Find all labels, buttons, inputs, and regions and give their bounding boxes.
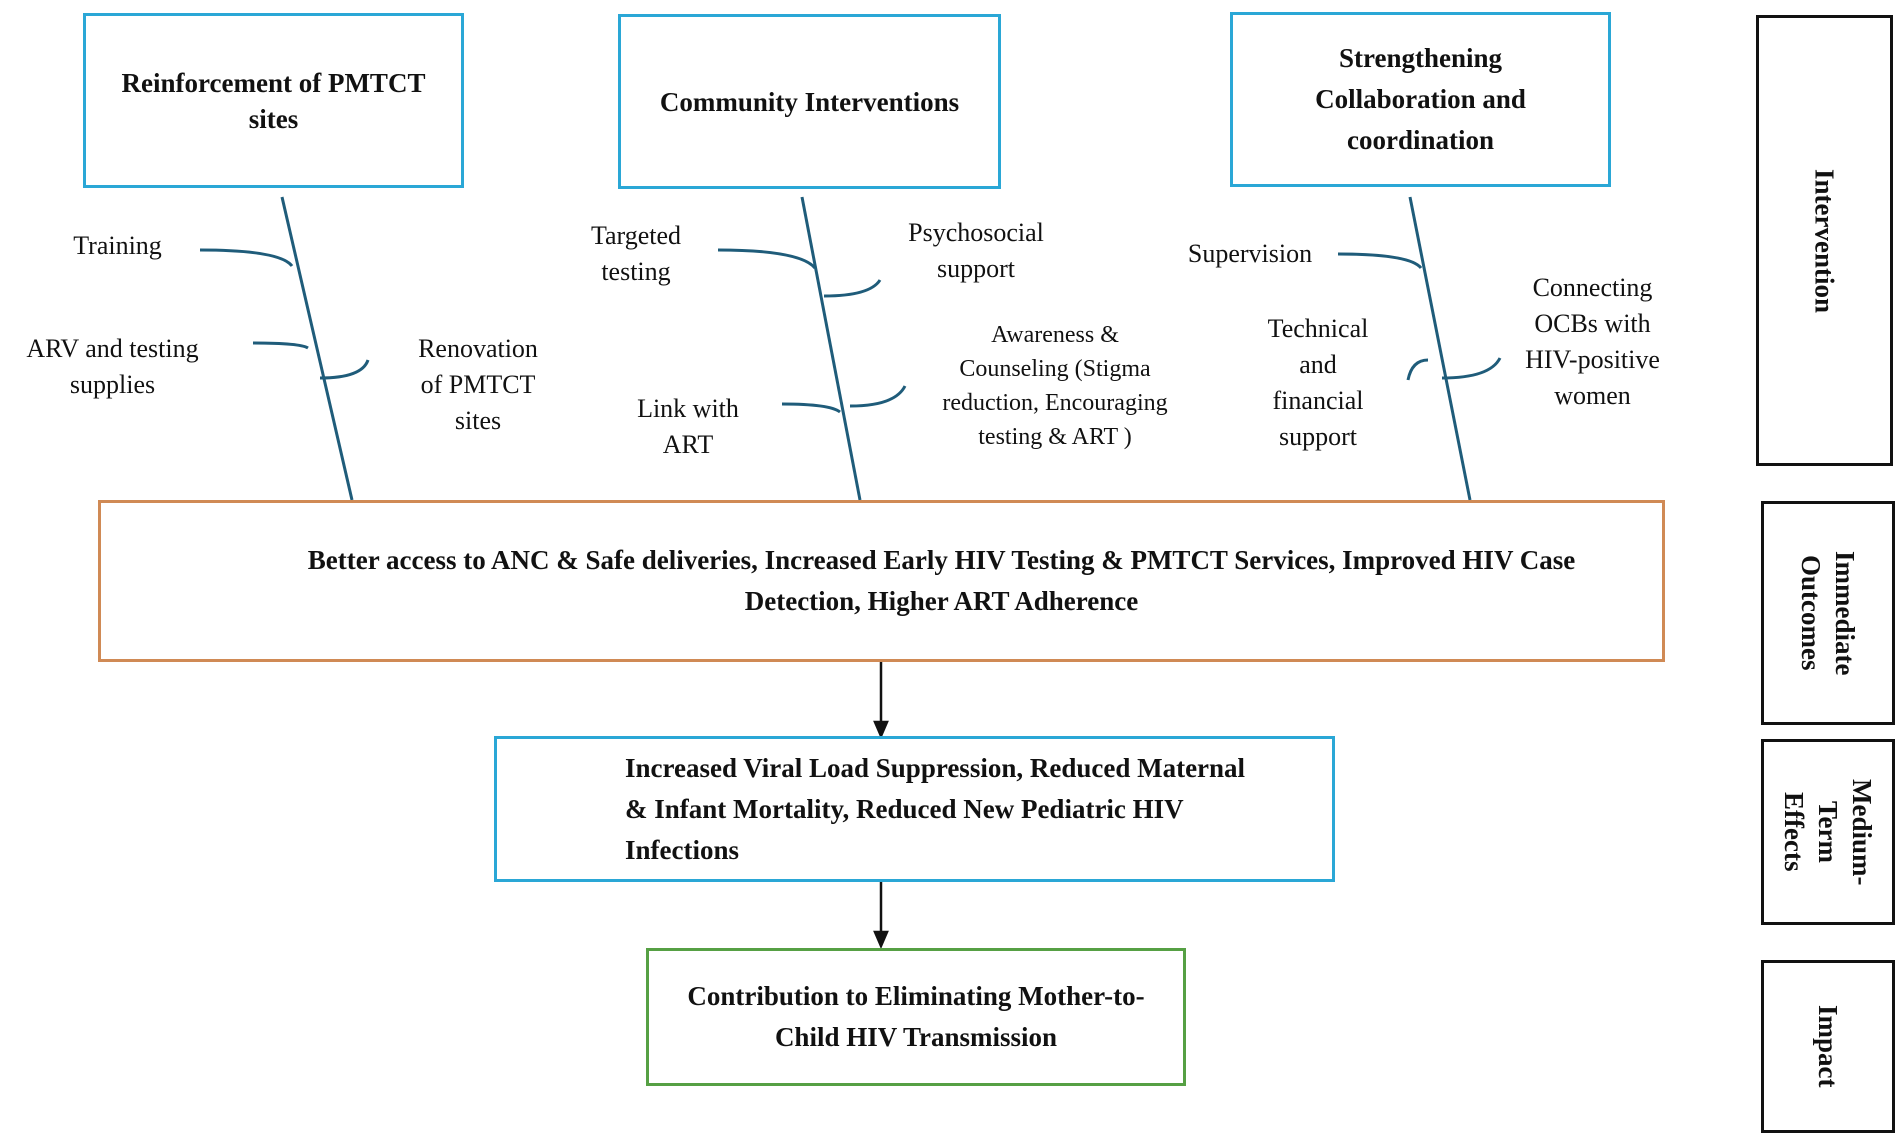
- branch-connecting: [1441, 357, 1502, 380]
- factor-psychosocial: Psychosocial support: [908, 218, 1044, 283]
- stage-medium-term: Medium- Term Effects: [1761, 739, 1895, 925]
- immediate-outcomes-text: Better access to ANC & Safe deliveries, …: [307, 545, 1576, 616]
- factor-renovation: Renovation of PMTCT sites: [418, 334, 538, 435]
- immediate-outcomes-box: Better access to ANC & Safe deliveries, …: [98, 500, 1665, 662]
- medium-term-text: Increased Viral Load Suppression, Reduce…: [625, 752, 1246, 865]
- intervention-box-1: Reinforcement of PMTCT sites: [83, 13, 464, 188]
- factor-technical-support: Technical and financial support: [1267, 314, 1369, 451]
- branch-technical: [1406, 358, 1429, 381]
- branch-link: [781, 402, 841, 414]
- branch-renovation: [319, 359, 370, 380]
- medium-term-box: Increased Viral Load Suppression, Reduce…: [494, 736, 1335, 882]
- stage-impact-label: Impact: [1813, 1005, 1843, 1088]
- factor-arv-supplies: ARV and testing supplies: [26, 334, 199, 399]
- stage-impact: Impact: [1761, 960, 1895, 1133]
- intervention-box-2: Community Interventions: [618, 14, 1001, 189]
- intervention-title-1: Reinforcement of PMTCT sites: [121, 67, 426, 134]
- factor-supervision: Supervision: [1187, 239, 1313, 268]
- stage-medium-term-label: Medium- Term Effects: [1779, 778, 1877, 886]
- factor-link-art: Link with ART: [637, 394, 739, 459]
- factor-training: Training: [73, 231, 162, 260]
- spine-3: [1408, 196, 1472, 501]
- stage-intervention: Intervention: [1756, 15, 1893, 466]
- factor-targeted-testing: Targeted testing: [590, 221, 682, 286]
- branch-supervision: [1337, 252, 1423, 270]
- branch-awareness: [849, 385, 907, 408]
- branch-arv: [252, 341, 309, 350]
- stage-immediate-label: Immediate Outcomes: [1796, 550, 1860, 676]
- intervention-title-3: Strengthening Collaboration and coordina…: [1315, 43, 1526, 155]
- intervention-title-2: Community Interventions: [659, 86, 960, 117]
- impact-text: Contribution to Eliminating Mother-to- C…: [687, 981, 1145, 1052]
- spine-2: [800, 196, 862, 501]
- stage-immediate: Immediate Outcomes: [1761, 501, 1895, 725]
- impact-box: Contribution to Eliminating Mother-to- C…: [646, 948, 1186, 1086]
- branch-targeted: [717, 248, 817, 270]
- branch-training: [199, 248, 294, 268]
- stage-intervention-label: Intervention: [1809, 168, 1840, 313]
- intervention-box-3: Strengthening Collaboration and coordina…: [1230, 12, 1611, 187]
- spine-1: [280, 196, 354, 501]
- factor-connecting-ocbs: Connecting OCBs with HIV-positive women: [1525, 273, 1660, 410]
- branch-psychosocial: [823, 279, 882, 298]
- factor-awareness: Awareness & Counseling (Stigma reduction…: [942, 322, 1168, 450]
